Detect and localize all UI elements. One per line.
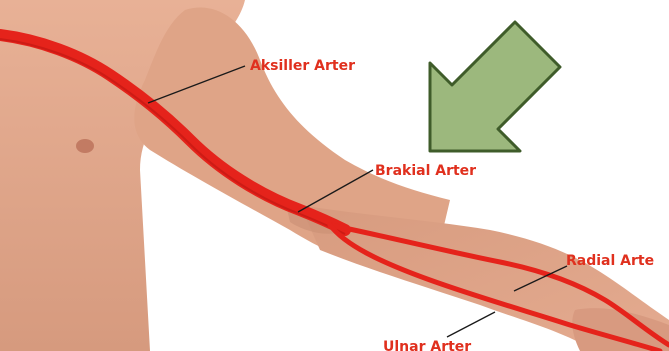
label-radial-arter: Radial Arte <box>566 253 654 269</box>
label-brakial-arter: Brakial Arter <box>375 163 476 179</box>
leader-line-ulnar <box>447 312 495 337</box>
arrow-down-left-icon <box>430 22 560 151</box>
label-aksiller-arter: Aksiller Arter <box>250 58 355 74</box>
label-ulnar-arter: Ulnar Arter <box>383 339 471 351</box>
nipple <box>76 139 94 153</box>
